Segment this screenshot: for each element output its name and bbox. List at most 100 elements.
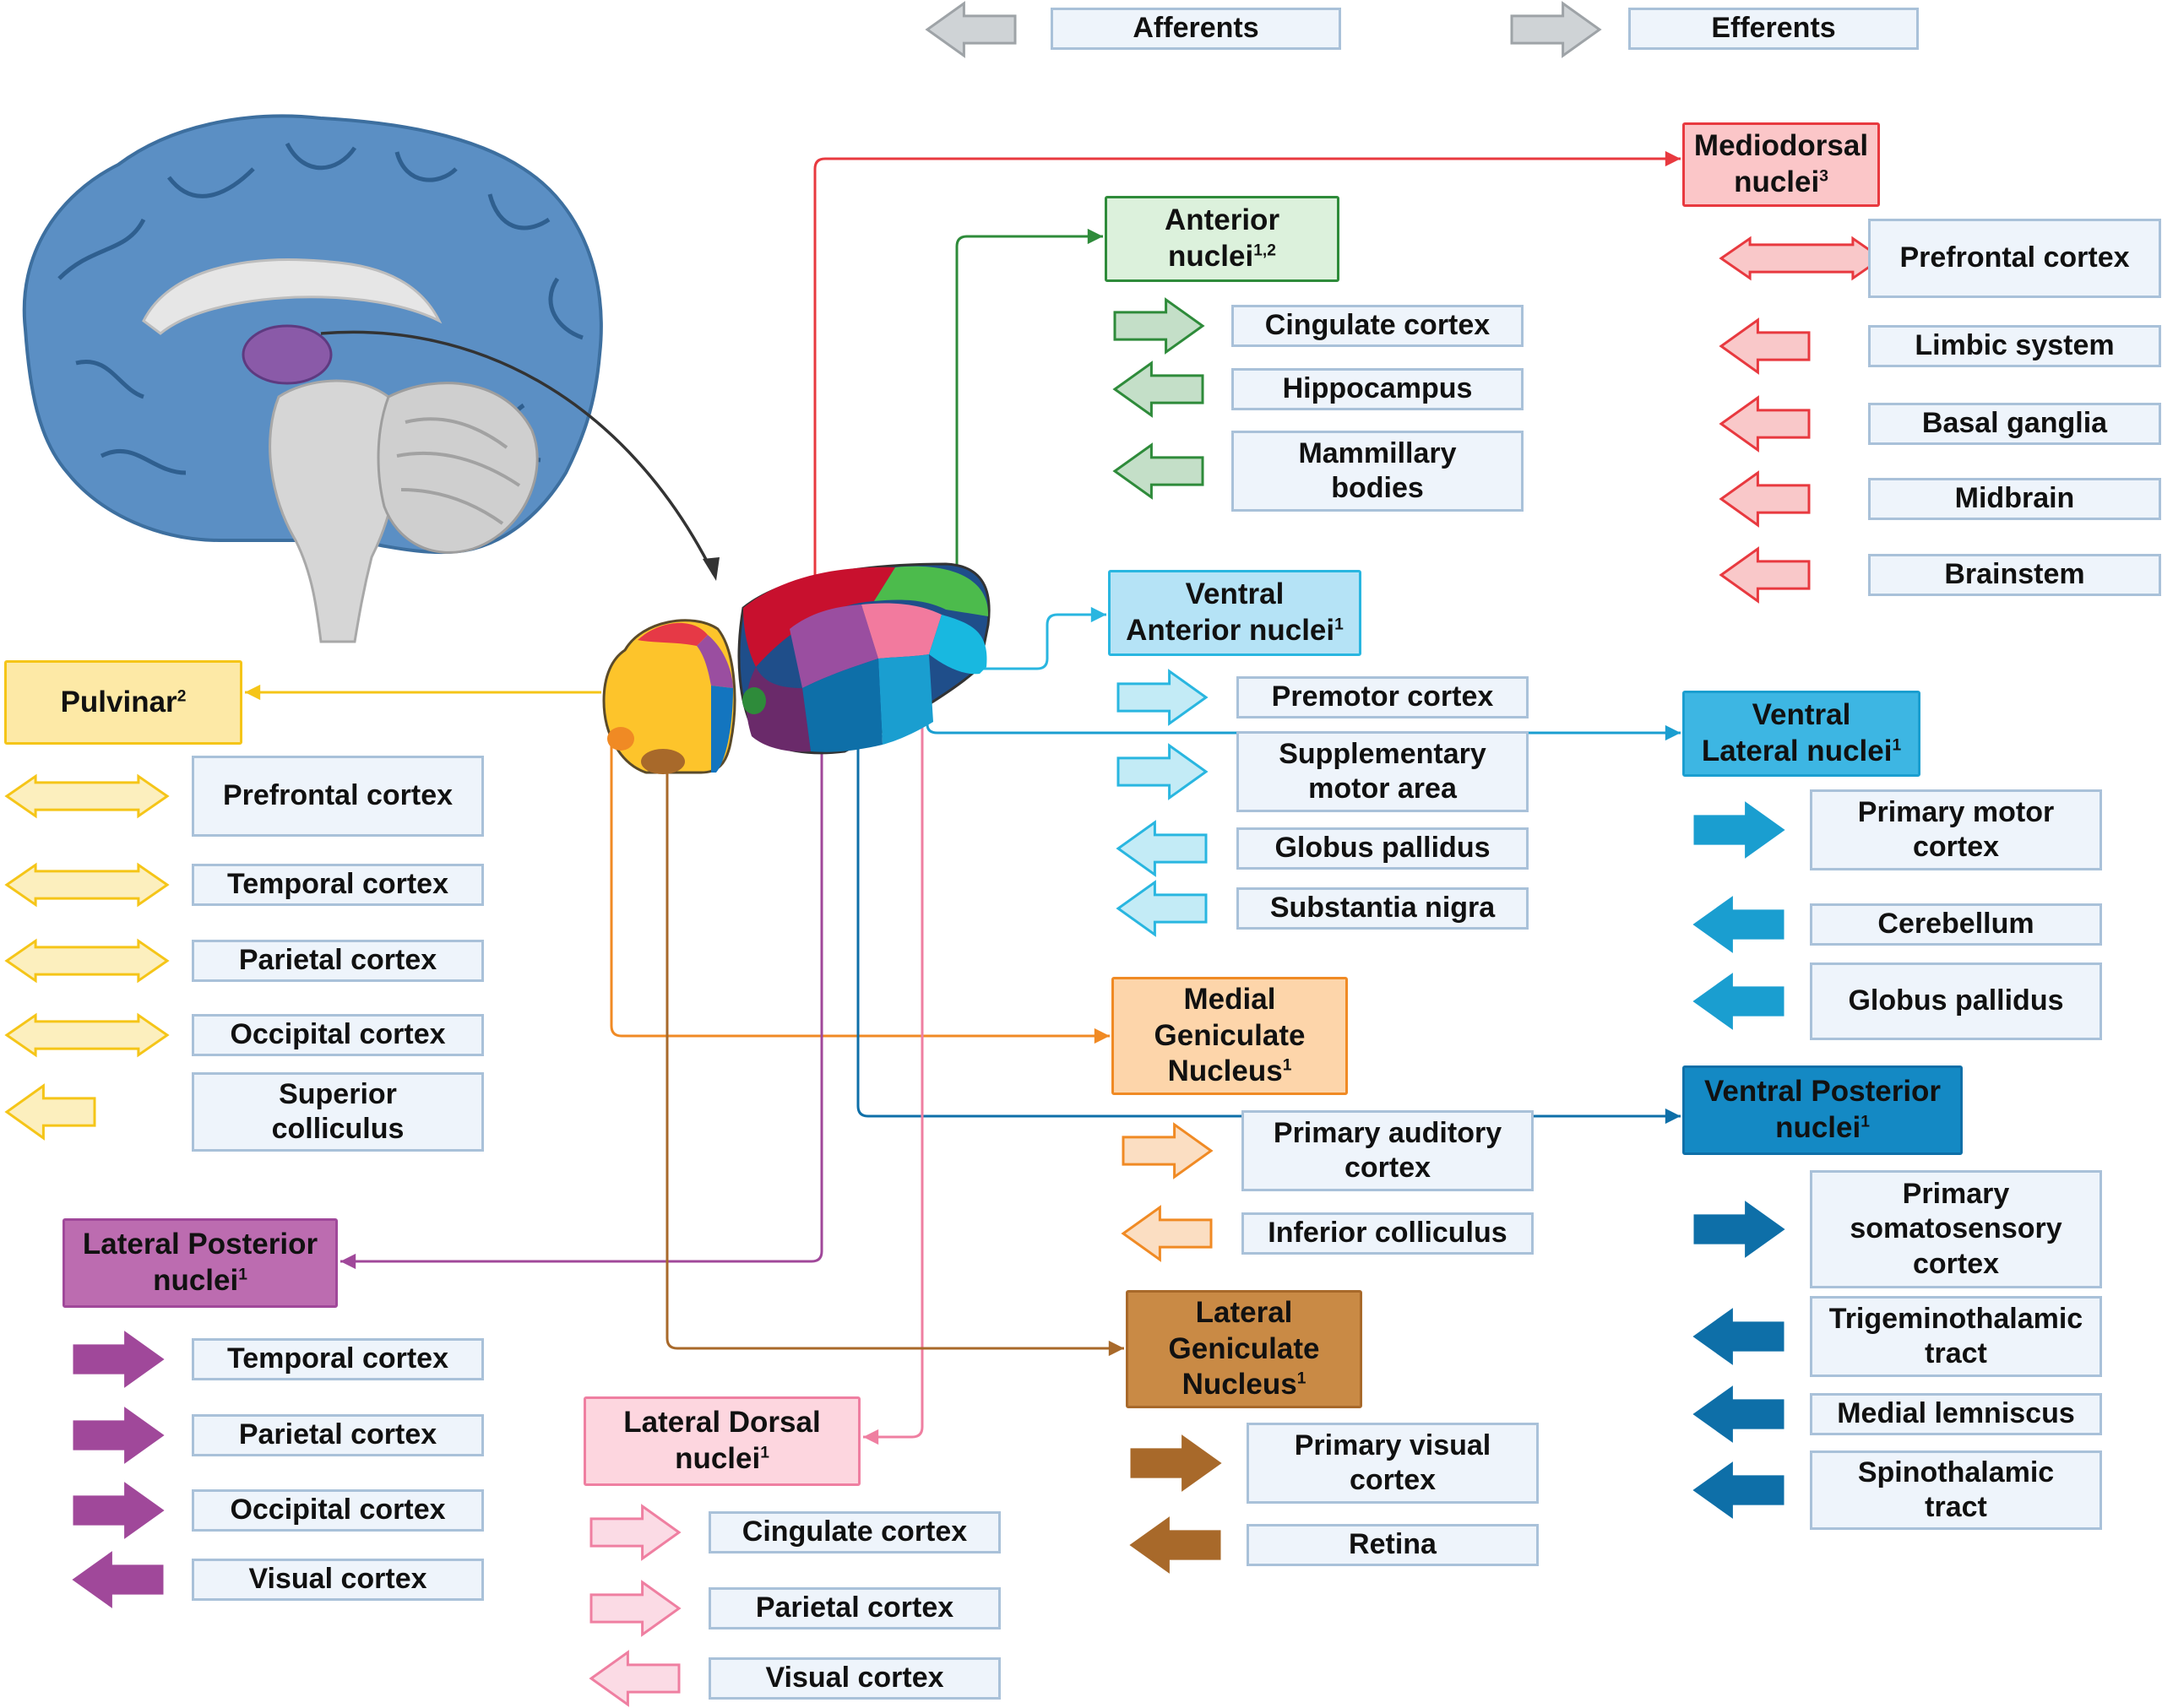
target-lateral-dorsal-2: Visual cortex	[709, 1657, 1001, 1700]
label-line: Ventral	[1186, 577, 1285, 613]
arrow-anterior-1-icon	[1112, 361, 1204, 418]
arrow-anterior-0-icon	[1113, 297, 1205, 355]
label-text: colliculus	[271, 1113, 405, 1145]
thalamus-green-dot	[742, 687, 766, 714]
target-ventral-lateral-2: Globus pallidus	[1810, 962, 2102, 1040]
arrow-lateral-posterior-1-icon	[73, 1407, 165, 1464]
label-text: Temporal cortex	[226, 868, 448, 901]
label-text: Lateral Posterior	[82, 1228, 318, 1261]
label-line: nuclei1	[153, 1263, 247, 1299]
label-line: Parietal cortex	[239, 943, 437, 978]
thalamus-md-segment	[743, 567, 895, 667]
label-line: Cingulate cortex	[742, 1515, 967, 1549]
label-text: Parietal cortex	[755, 1591, 954, 1624]
label-line: Medial	[1184, 982, 1276, 1018]
arrow-lateral-posterior-0-icon	[73, 1331, 165, 1388]
arrow-ventral-lateral-0-icon	[1693, 801, 1785, 859]
arrow-mediodorsal-2-icon	[1719, 395, 1811, 453]
label-line: Trigeminothalamic	[1829, 1302, 2083, 1337]
target-anterior-0: Cingulate cortex	[1231, 305, 1524, 347]
thalamus-highlight	[242, 324, 333, 385]
label-text: Lateral Dorsal	[623, 1406, 821, 1440]
direction-arrows	[4, 1, 1884, 1707]
label-line: Medial lemniscus	[1837, 1396, 2075, 1431]
label-line: Primary visual	[1295, 1429, 1491, 1463]
label-text: Parietal cortex	[238, 944, 437, 977]
thalamus-posterior-lobe	[602, 619, 736, 774]
target-pulvinar-0: Prefrontal cortex	[192, 756, 484, 837]
cerebellum-folds	[396, 417, 521, 525]
label-text: Visual cortex	[765, 1662, 944, 1694]
label-text: Retina	[1349, 1528, 1437, 1561]
thalamus-vl-segment	[878, 654, 933, 745]
arrow-ventral-posterior-3-icon	[1692, 1461, 1784, 1519]
label-line: cortex	[1350, 1463, 1436, 1498]
label-line: Geniculate	[1169, 1331, 1320, 1368]
label-text: Anterior nuclei	[1126, 614, 1335, 647]
label-text: Ventral	[1752, 698, 1851, 732]
label-text: Medial	[1183, 982, 1276, 1016]
nucleus-pulvinar-box: Pulvinar2	[4, 660, 242, 745]
arrow-pulvinar-1-icon	[4, 862, 170, 908]
thalamus-posterior-purple	[697, 635, 733, 688]
label-text: Cingulate cortex	[1264, 309, 1491, 342]
label-text: Midbrain	[1954, 482, 2075, 515]
target-mediodorsal-4: Brainstem	[1868, 554, 2161, 596]
label-line: nuclei3	[1734, 165, 1828, 201]
arrow-medial-geniculate-0-icon	[1122, 1122, 1214, 1179]
legend-efferents-label: Efferents	[1628, 8, 1919, 50]
label-line: Hippocampus	[1283, 371, 1473, 406]
label-line: Basal ganglia	[1922, 406, 2107, 441]
label-line: Nucleus1	[1182, 1367, 1306, 1403]
label-text: tract	[1925, 1337, 1987, 1369]
arrow-pulvinar-3-icon	[4, 1012, 170, 1058]
label-line: Nucleus1	[1168, 1054, 1292, 1090]
label-text: Mediodorsal	[1693, 129, 1869, 163]
label-line: Supplementary	[1279, 737, 1486, 772]
label-line: Premotor cortex	[1272, 680, 1494, 714]
label-text: Nucleus	[1181, 1368, 1297, 1402]
footnote-marker: 1,2	[1253, 241, 1276, 260]
arrow-ventral-anterior-0-icon	[1116, 669, 1209, 726]
thalamus-mgn-blob	[607, 727, 634, 751]
label-text: cortex	[1912, 831, 2000, 863]
footnote-marker: 1	[1334, 615, 1344, 634]
label-line: tract	[1925, 1337, 1987, 1371]
target-ventral-anterior-0: Premotor cortex	[1236, 676, 1529, 718]
arrow-pulvinar-4-icon	[4, 1083, 96, 1141]
arrow-pulvinar-2-icon	[4, 938, 170, 984]
label-text: Lateral nuclei	[1701, 735, 1893, 767]
head-lateral-geniculate	[1108, 1340, 1124, 1357]
label-line: Mediodorsal	[1694, 128, 1868, 165]
thalamus-ld-segment	[861, 603, 942, 659]
label-text: Medial lemniscus	[1837, 1397, 2075, 1430]
label-line: Globus pallidus	[1848, 984, 2063, 1018]
line-anterior	[955, 235, 1103, 567]
label-text: Prefrontal cortex	[1899, 241, 2130, 274]
arrow-mediodorsal-1-icon	[1719, 317, 1811, 375]
target-medial-geniculate-1: Inferior colliculus	[1241, 1212, 1534, 1255]
label-text: Mammillary	[1298, 436, 1457, 469]
arrow-lateral-dorsal-0-icon	[589, 1504, 682, 1561]
label-text: Primary auditory	[1273, 1116, 1502, 1149]
label-line: Parietal cortex	[756, 1591, 953, 1625]
brainstem-shape	[269, 379, 399, 643]
thalamus-posterior-blue	[711, 686, 733, 773]
arrow-lateral-posterior-2-icon	[73, 1482, 165, 1539]
label-line: Retina	[1349, 1527, 1437, 1562]
label-line: Prefrontal cortex	[223, 778, 453, 813]
label-text: nuclei	[153, 1264, 239, 1297]
target-ventral-anterior-2: Globus pallidus	[1236, 827, 1529, 870]
head-pulvinar	[245, 684, 261, 701]
thalamus-lgn-blob	[641, 749, 685, 774]
line-ventral-posterior	[856, 745, 1681, 1118]
arrow-mediodorsal-0-icon	[1719, 236, 1884, 281]
